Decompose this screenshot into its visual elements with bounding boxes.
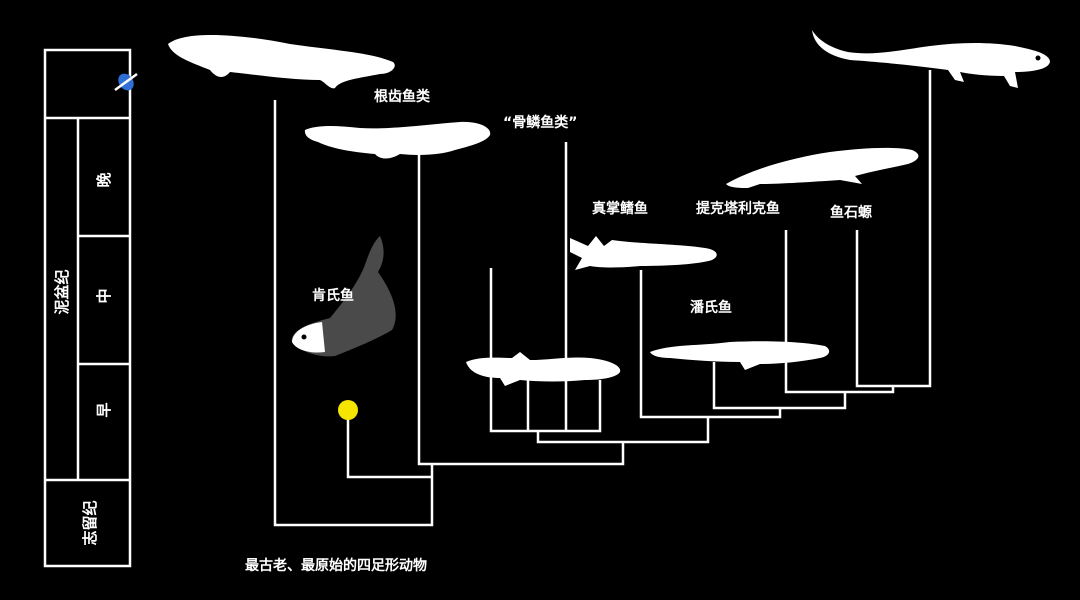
- label-eusthenopteron: 真掌鳍鱼: [592, 200, 648, 217]
- branch-acanthostega-tetrapod: [855, 70, 932, 388]
- branch-root: [273, 100, 434, 527]
- label-rhizodonts: 根齿鱼类: [374, 88, 431, 105]
- label-panderichthys: 潘氏鱼: [690, 299, 732, 316]
- osteolepiform-silhouette: [466, 352, 621, 386]
- tiktaalik-silhouette: [726, 147, 919, 188]
- branch-eusthenopteron: [639, 270, 782, 419]
- label-kenichthys: 肯氏鱼: [312, 287, 354, 304]
- label-osteolepiforms: “骨鳞鱼类”: [503, 114, 577, 131]
- tree-lines: [273, 70, 932, 527]
- eusthenopteron-silhouette: [570, 236, 717, 270]
- epoch-middle-label: 中: [95, 288, 113, 303]
- timescale-column: 泥盆纪 志留纪 晚 中 早: [43, 48, 138, 568]
- period-devonian-label: 泥盆纪: [53, 269, 71, 314]
- period-silurian-label: 志留纪: [81, 500, 99, 545]
- panderichthys-silhouette: [650, 341, 830, 370]
- tetrapod-silhouette: [812, 30, 1050, 88]
- timescale-outer-box: [43, 48, 132, 568]
- yellow-node-dot: [338, 400, 358, 420]
- label-acanthostega: 鱼石螈: [830, 204, 872, 221]
- bottom-caption: 最古老、最原始的四足形动物: [245, 557, 427, 574]
- clock-icon: [114, 72, 138, 92]
- epoch-early-label: 早: [95, 402, 113, 417]
- rhizodont-silhouette: [304, 121, 491, 159]
- top-fish-silhouette: [168, 34, 395, 89]
- branch-osteolepiform-outer: [489, 268, 602, 433]
- branch-rhizodonts: [417, 150, 625, 466]
- kenichthys-silhouette: [291, 236, 396, 357]
- branch-panderichthys: [712, 362, 847, 410]
- branch-kenichthys-node: [346, 410, 432, 479]
- branch-tiktaalik: [784, 230, 895, 394]
- label-tiktaalik: 提克塔利克鱼: [696, 200, 780, 217]
- epoch-late-label: 晚: [95, 172, 113, 187]
- branch-osteolepiform-join: [536, 417, 710, 444]
